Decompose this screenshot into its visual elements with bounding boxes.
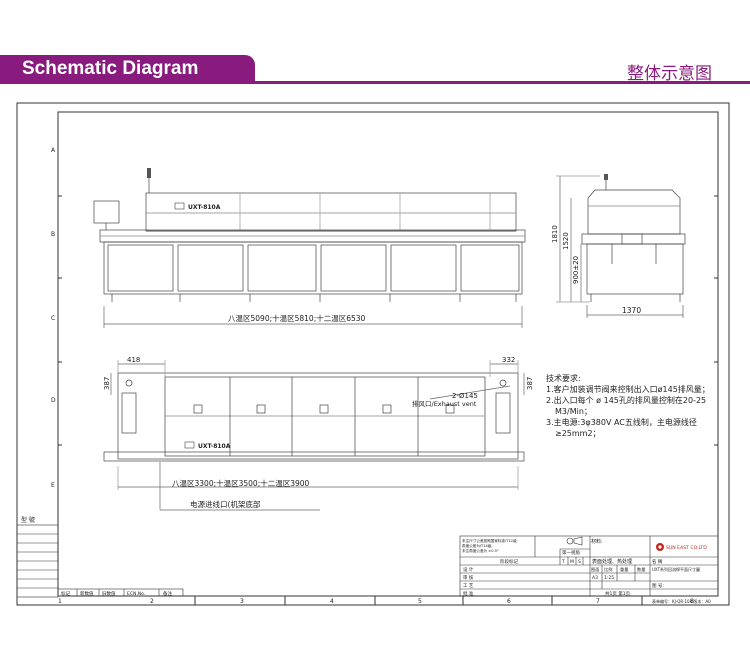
col-label-4: 4 xyxy=(330,598,334,605)
stage-s: S xyxy=(578,559,581,565)
header-rule xyxy=(0,81,750,84)
row-label-d: D xyxy=(51,397,56,404)
front-zone-lengths: 八温区5090;十温区5810;十二温区6530 xyxy=(228,313,366,323)
scale-label: 比例 xyxy=(604,566,612,573)
column-labels: 1 2 3 4 5 6 7 8 xyxy=(58,596,694,605)
technical-notes: 技术要求: 1.客户加装调节阀来控制出入口ø145排风量； 2.出入口每个 ø … xyxy=(546,373,710,438)
note-line-5: ≥25mm2； xyxy=(555,429,601,438)
rev-col-new: 新数值 xyxy=(80,590,94,597)
note-line-2: 2.出入口每个 ø 145孔的排风量控制在20-25 xyxy=(546,395,706,405)
rev-col-mark: 标记 xyxy=(61,590,70,597)
page-count: 共1页 第1页 xyxy=(605,590,631,597)
projection-icon xyxy=(566,536,583,546)
rev-col-old: 旧数值 xyxy=(102,590,116,597)
sheet-size-label: 图面 xyxy=(591,567,599,573)
tolerance-note-2: 角度公差为IT14级; xyxy=(462,543,493,548)
design-label: 设 计 xyxy=(463,566,474,573)
page-header: Schematic Diagram 整体示意图 xyxy=(0,0,750,90)
top-right-dim: 332 xyxy=(502,356,515,364)
page-title: Schematic Diagram xyxy=(22,58,199,79)
col-label-5: 5 xyxy=(418,598,422,605)
form-number: 表单编号：KJ-QR-104 版本：A0 xyxy=(652,598,711,604)
note-line-1: 1.客户加装调节阀来控制出入口ø145排风量； xyxy=(546,384,710,394)
height-total-dim: 1810 xyxy=(551,225,559,243)
side-revision-table xyxy=(16,524,59,598)
height-body-dim: 1520 xyxy=(562,232,570,250)
name-value: UXT系列回流焊平面尺寸圖 xyxy=(652,566,700,572)
depth-dim: 1370 xyxy=(622,306,641,315)
tolerance-note-3: 未注角度公差为 ±0.5° xyxy=(462,548,499,553)
height-conveyor-dim: 900±20 xyxy=(572,256,580,284)
col-label-1: 1 xyxy=(58,598,62,605)
surface-label: 表面处理、热处理 xyxy=(592,558,632,565)
stage-m: M xyxy=(570,559,574,565)
sheet-size-value: A3 xyxy=(592,575,598,581)
title-block: 未注尺寸公差按照国家标准IT12级; 角度公差为IT14级; 未注角度公差为 ±… xyxy=(61,536,711,604)
header-band xyxy=(0,55,255,84)
stage-label: 阶段标记 xyxy=(500,558,518,565)
tolerance-note-1: 未注尺寸公差按照国家标准IT12级; xyxy=(462,538,518,543)
top-view xyxy=(103,360,525,511)
rev-col-remark: 备注 xyxy=(163,590,172,597)
exhaust-label: 排风口/Exhaust vent xyxy=(412,399,477,408)
note-line-4: 3.主电源:3φ380V AC五线制，主电源线径 xyxy=(546,417,697,427)
side-right-dim: 387 xyxy=(526,377,534,390)
weight-label: 重量 xyxy=(620,566,628,573)
title-block-grid xyxy=(57,535,719,597)
drawing-number-label: 图 号: xyxy=(652,583,664,589)
side-left-dim: 387 xyxy=(103,377,111,390)
approve-label: 批 准 xyxy=(463,590,474,597)
model-label: 型 號 xyxy=(21,516,35,524)
name-label: 名 稱 xyxy=(652,558,663,565)
rev-col-ecn: ECN.No. xyxy=(127,591,145,597)
row-label-c: C xyxy=(51,315,55,322)
notes-heading: 技术要求: xyxy=(546,373,581,383)
col-label-2: 2 xyxy=(150,598,154,605)
row-label-e: E xyxy=(51,482,55,489)
top-view-badge: UXT-810A xyxy=(184,441,231,450)
company-name: SUN EAST CO.LTD xyxy=(666,545,707,551)
row-labels: A B C D E xyxy=(51,147,718,489)
power-inlet-label: 电源进线口(机架底部 xyxy=(190,499,261,509)
front-view-badge: UXT-810A xyxy=(174,202,221,211)
col-label-3: 3 xyxy=(240,598,244,605)
top-left-dim: 418 xyxy=(127,356,140,364)
outer-frame xyxy=(16,102,730,606)
col-label-7: 7 xyxy=(596,598,600,605)
col-label-6: 6 xyxy=(507,598,511,605)
row-label-b: B xyxy=(51,231,55,238)
row-label-a: A xyxy=(51,147,56,154)
company-logo-icon xyxy=(656,543,664,551)
front-view xyxy=(93,168,526,328)
col-label-8: 8 xyxy=(690,598,694,605)
process-label: 工 艺 xyxy=(463,583,474,589)
material-label: 材料: xyxy=(591,538,603,545)
machine-badge-top: UXT-810A xyxy=(198,443,231,450)
page-title-cn: 整体示意图 xyxy=(627,64,712,84)
exhaust-dim: 2-Ø145 xyxy=(452,392,478,400)
machine-badge-front: UXT-810A xyxy=(188,204,221,211)
top-zone-lengths: 八温区3300;十温区3500;十二温区3900 xyxy=(172,478,310,488)
stage-t: T xyxy=(561,559,565,565)
projection-label: 第一视角 xyxy=(562,549,580,556)
count-label: 数量 xyxy=(637,566,645,573)
check-label: 审 核 xyxy=(463,574,474,581)
scale-value: 1:25 xyxy=(604,575,614,581)
note-line-3: M3/Min； xyxy=(555,407,592,416)
side-view xyxy=(556,174,686,318)
inner-frame xyxy=(57,111,719,597)
